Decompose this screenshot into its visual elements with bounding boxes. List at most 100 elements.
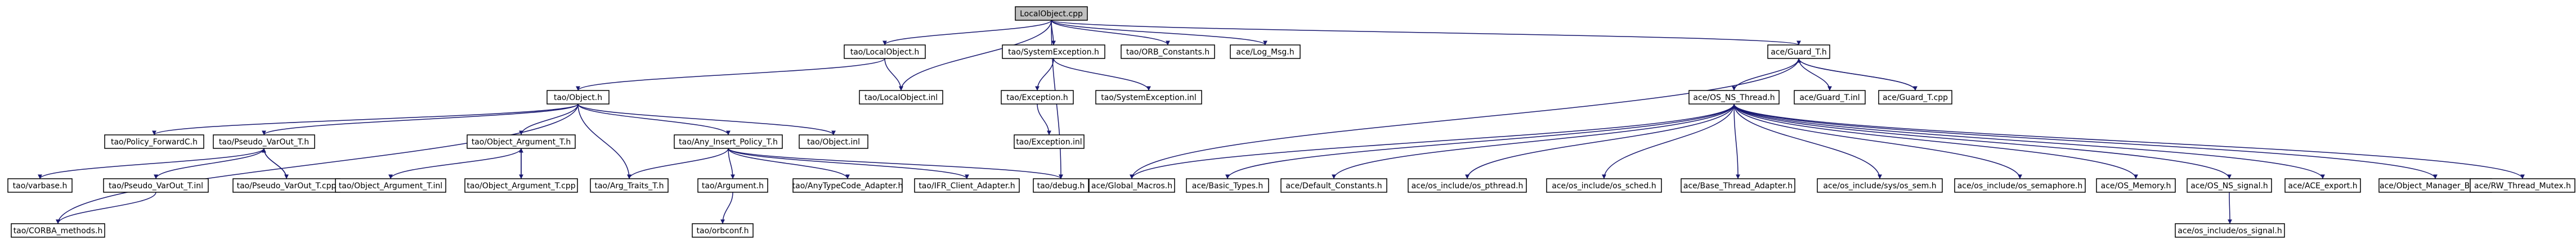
node-box[interactable] <box>546 90 610 105</box>
node-box[interactable] <box>914 178 1020 193</box>
node-ace-ace-export-h[interactable]: ace/ACE_export.h <box>2284 178 2361 193</box>
node-ace-base-thread-adapter-h[interactable]: ace/Base_Thread_Adapter.h <box>1681 178 1795 193</box>
node-box[interactable] <box>799 134 868 149</box>
node-tao-systemexception-inl[interactable]: tao/SystemException.inl <box>1095 90 1202 105</box>
node-ace-guard-t-inl[interactable]: ace/Guard_T.inl <box>1794 90 1866 105</box>
node-box[interactable] <box>213 134 315 149</box>
node-box[interactable] <box>1767 44 1830 59</box>
node-box[interactable] <box>1408 178 1527 193</box>
edge-ace_OS_NS_Thread_h-to-ace_OS_Memory_h <box>1733 103 2138 179</box>
node-box[interactable] <box>464 178 578 193</box>
node-box[interactable] <box>7 178 73 193</box>
node-box[interactable] <box>2175 223 2285 238</box>
node-ace-os-ns-signal-h[interactable]: ace/OS_NS_signal.h <box>2187 178 2272 193</box>
node-ace-os-memory-h[interactable]: ace/OS_Memory.h <box>2096 178 2176 193</box>
node-tao-arg-traits-t-h[interactable]: tao/Arg_Traits_T.h <box>590 178 669 193</box>
node-tao-varbase-h[interactable]: tao/varbase.h <box>7 178 73 193</box>
node-tao-pseudo-varout-t-h[interactable]: tao/Pseudo_VarOut_T.h <box>213 134 315 149</box>
node-box[interactable] <box>1794 90 1866 105</box>
node-tao-object-argument-t-cpp[interactable]: tao/Object_Argument_T.cpp <box>464 178 578 193</box>
node-ace-os-include-os-pthread-h[interactable]: ace/os_include/os_pthread.h <box>1408 178 1527 193</box>
node-box[interactable] <box>2096 178 2176 193</box>
node-box[interactable] <box>1546 178 1662 193</box>
node-box[interactable] <box>697 178 768 193</box>
edge-line <box>1733 103 2525 179</box>
node-tao-object-inl[interactable]: tao/Object.inl <box>799 134 868 149</box>
node-ace-os-include-sys-os-sem-h[interactable]: ace/os_include/sys/os_sem.h <box>1817 178 1943 193</box>
node-ace-global-macros-h[interactable]: ace/Global_Macros.h <box>1088 178 1175 193</box>
node-box[interactable] <box>467 134 576 149</box>
node-tao-policy-forwardc-h[interactable]: tao/Policy_ForwardC.h <box>104 134 204 149</box>
node-box[interactable] <box>2470 178 2575 193</box>
node-tao-any-insert-policy-t-h[interactable]: tao/Any_Insert_Policy_T.h <box>674 134 783 149</box>
node-tao-localobject-h[interactable]: tao/LocalObject.h <box>844 44 926 59</box>
node-tao-argument-h[interactable]: tao/Argument.h <box>697 178 768 193</box>
node-box[interactable] <box>1088 178 1175 193</box>
node-box[interactable] <box>1002 44 1105 59</box>
node-tao-debug-h[interactable]: tao/debug.h <box>1033 178 1089 193</box>
node-ace-os-include-os-signal-h[interactable]: ace/os_include/os_signal.h <box>2175 223 2285 238</box>
node-tao-orb-constants-h[interactable]: tao/ORB_Constants.h <box>1121 44 1215 59</box>
edge-tao_Any_Insert_Policy_T_h-to-tao_Argument_h <box>728 148 735 179</box>
node-box[interactable] <box>792 178 903 193</box>
node-tao-ifr-client-adapter-h[interactable]: tao/IFR_Client_Adapter.h <box>914 178 1020 193</box>
node-box[interactable] <box>1817 178 1943 193</box>
node-tao-pseudo-varout-t-inl[interactable]: tao/Pseudo_VarOut_T.inl <box>103 178 209 193</box>
node-box[interactable] <box>2187 178 2272 193</box>
node-box[interactable] <box>1878 90 1952 105</box>
node-box[interactable] <box>844 44 926 59</box>
node-tao-object-argument-t-inl[interactable]: tao/Object_Argument_T.inl <box>335 178 446 193</box>
node-box[interactable] <box>1095 90 1202 105</box>
edge-line <box>1733 103 2138 179</box>
node-ace-os-ns-thread-h[interactable]: ace/OS_NS_Thread.h <box>1688 90 1780 105</box>
node-ace-os-include-os-sched-h[interactable]: ace/os_include/os_sched.h <box>1546 178 1662 193</box>
node-tao-object-h[interactable]: tao/Object.h <box>546 90 610 105</box>
node-label: ace/OS_NS_signal.h <box>2190 182 2268 191</box>
node-ace-rw-thread-mutex-h[interactable]: ace/RW_Thread_Mutex.h <box>2470 178 2575 193</box>
edge-line <box>152 103 579 135</box>
node-box[interactable] <box>1954 178 2086 193</box>
node-localobject-cpp[interactable]: LocalObject.cpp <box>1015 6 1088 21</box>
node-box[interactable] <box>1186 178 1269 193</box>
node-tao-corba-methods-h[interactable]: tao/CORBA_methods.h <box>11 223 105 238</box>
node-box[interactable] <box>103 178 209 193</box>
node-box[interactable] <box>2284 178 2361 193</box>
node-tao-pseudo-varout-t-cpp[interactable]: tao/Pseudo_VarOut_T.cpp <box>232 178 341 193</box>
node-box[interactable] <box>1681 178 1795 193</box>
edge-line <box>577 103 631 179</box>
node-box[interactable] <box>1688 90 1780 105</box>
edge-line <box>1037 103 1051 135</box>
node-box[interactable] <box>859 90 943 105</box>
node-tao-anytypecode-adapter-h[interactable]: tao/AnyTypeCode_Adapter.h <box>792 178 903 193</box>
node-box[interactable] <box>590 178 669 193</box>
node-ace-guard-t-h[interactable]: ace/Guard_T.h <box>1767 44 1830 59</box>
node-tao-exception-h[interactable]: tao/Exception.h <box>1001 90 1074 105</box>
node-tao-systemexception-h[interactable]: tao/SystemException.h <box>1002 44 1105 59</box>
nodes-layer: LocalObject.cpp tao/LocalObject.h tao/Loca… <box>7 6 2575 238</box>
node-ace-log-msg-h[interactable]: ace/Log_Msg.h <box>1230 44 1301 59</box>
node-label: ace/Log_Msg.h <box>1236 48 1294 57</box>
edge-line <box>1035 58 1054 91</box>
node-box[interactable] <box>1033 178 1089 193</box>
node-box[interactable] <box>1230 44 1301 59</box>
node-label: ace/os_include/os_pthread.h <box>1412 182 1524 191</box>
node-box[interactable] <box>692 223 754 238</box>
node-tao-orbconf-h[interactable]: tao/orbconf.h <box>692 223 754 238</box>
node-box[interactable] <box>104 134 204 149</box>
node-ace-default-constants-h[interactable]: ace/Default_Constants.h <box>1280 178 1387 193</box>
node-box[interactable] <box>11 223 105 238</box>
node-box[interactable] <box>1121 44 1215 59</box>
node-box[interactable] <box>674 134 783 149</box>
node-ace-guard-t-cpp[interactable]: ace/Guard_T.cpp <box>1878 90 1952 105</box>
node-tao-localobject-inl[interactable]: tao/LocalObject.inl <box>859 90 943 105</box>
node-ace-basic-types-h[interactable]: ace/Basic_Types.h <box>1186 178 1269 193</box>
node-ace-os-include-os-semaphore-h[interactable]: ace/os_include/os_semaphore.h <box>1954 178 2086 193</box>
node-box[interactable] <box>1015 6 1088 21</box>
node-box[interactable] <box>335 178 446 193</box>
node-box[interactable] <box>1014 134 1085 149</box>
node-tao-object-argument-t-h[interactable]: tao/Object_Argument_T.h <box>467 134 576 149</box>
node-box[interactable] <box>1280 178 1387 193</box>
node-tao-exception-inl[interactable]: tao/Exception.inl <box>1014 134 1085 149</box>
node-box[interactable] <box>1001 90 1074 105</box>
